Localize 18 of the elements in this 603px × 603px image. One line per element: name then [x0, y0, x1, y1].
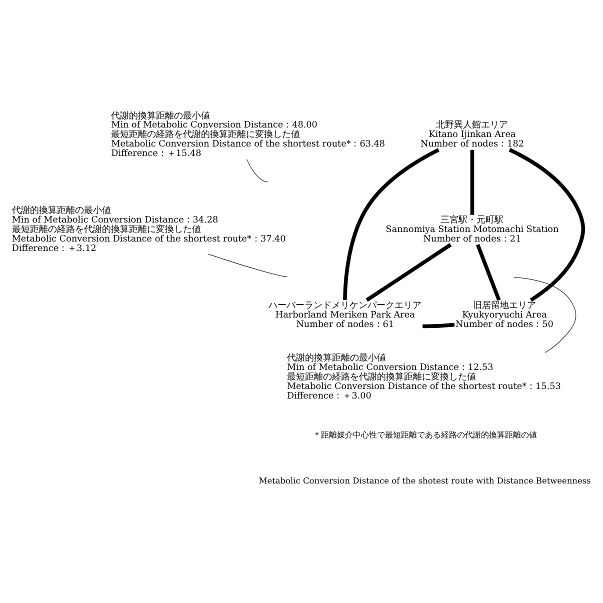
node-text: 代謝的換算距離の最小値 Min of Metabolic Conversion Distance：34.28 最短距離の経路を代謝的換算距離に変換した値 Metabolic Conversion Distance of the shortest route*：37.40 Difference：＋3.12 [12, 206, 286, 254]
connector [508, 148, 586, 302]
node-text: 北野異人館エリア Kitano Ijinkan Area Number of nodes：182 [420, 120, 524, 150]
node-text: 旧居留地エリア Kyukyoryuchi Area Number of nodes：50 [456, 300, 554, 330]
connector [366, 243, 452, 302]
label: ＊距離媒介中心性で最短距離である経路の代謝的換算距離の値 [312, 430, 537, 440]
connector [470, 150, 474, 215]
connector [208, 254, 288, 278]
connector [476, 244, 501, 301]
node-text: 三宮駅・元町駅 Sannomiya Station Motomachi Station Number of nodes：21 [386, 216, 559, 245]
connector [422, 322, 455, 328]
node-text: ハーバーランドメリケンパークエリア Harborland Meriken Park Area Number of nodes：61 [268, 300, 422, 330]
connector [246, 159, 268, 182]
label: Metabolic Conversion Distance of the shotest route with Distance Betweenness [258, 475, 591, 486]
connector [514, 277, 576, 353]
node-text: 代謝的換算距離の最小値 Min of Metabolic Conversion Distance：48.00 最短距離の経路を代謝的換算距離に変換した値 Metabolic Conversion Distance of the shortest route*：63.48 Difference：＋15.48 [111, 111, 386, 160]
node-text: 代謝的換算距離の最小値 Min of Metabolic Conversion Distance：12.53 最短距離の経路を代謝的換算距離に変換した値 Metabolic Conversion Distance of the shortest route*：15.53 Difference：＋3.00 [286, 353, 561, 402]
connector [343, 148, 440, 300]
